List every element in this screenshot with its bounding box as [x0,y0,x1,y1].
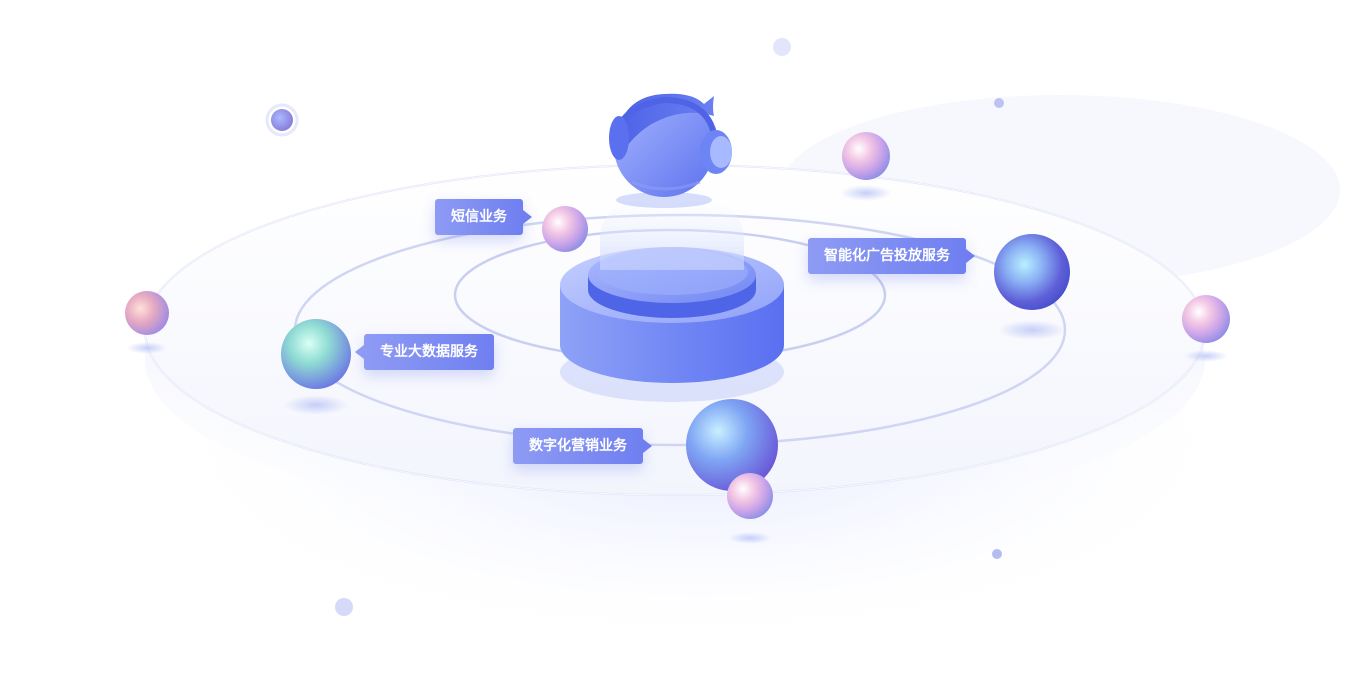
label-smart-ad-service: 智能化广告投放服务 [808,238,975,274]
floating-dot-icon [994,98,1004,108]
planet-sphere-icon [1182,295,1230,343]
floating-dot-halo [265,103,299,137]
planet-sphere-icon [542,206,588,252]
planet-sphere-icon [727,473,773,519]
headset-robot-icon [609,93,732,208]
planet-sphere-icon [281,319,351,389]
floating-dot-icon [271,109,293,131]
planet-sphere-icon [994,234,1070,310]
floating-dot-icon [335,598,353,616]
planet-sphere-icon [686,399,778,491]
glass-dome [600,195,744,270]
label-digital-marketing: 数字化营销业务 [513,428,652,464]
label-big-data-service: 专业大数据服务 [355,334,494,370]
center-pedestal [560,247,784,402]
planet-sphere-icon [842,132,890,180]
planet-sphere-icon [125,291,169,335]
floating-dot-icon [773,38,791,56]
floating-dot-icon [992,549,1002,559]
label-sms-service: 短信业务 [435,199,532,235]
